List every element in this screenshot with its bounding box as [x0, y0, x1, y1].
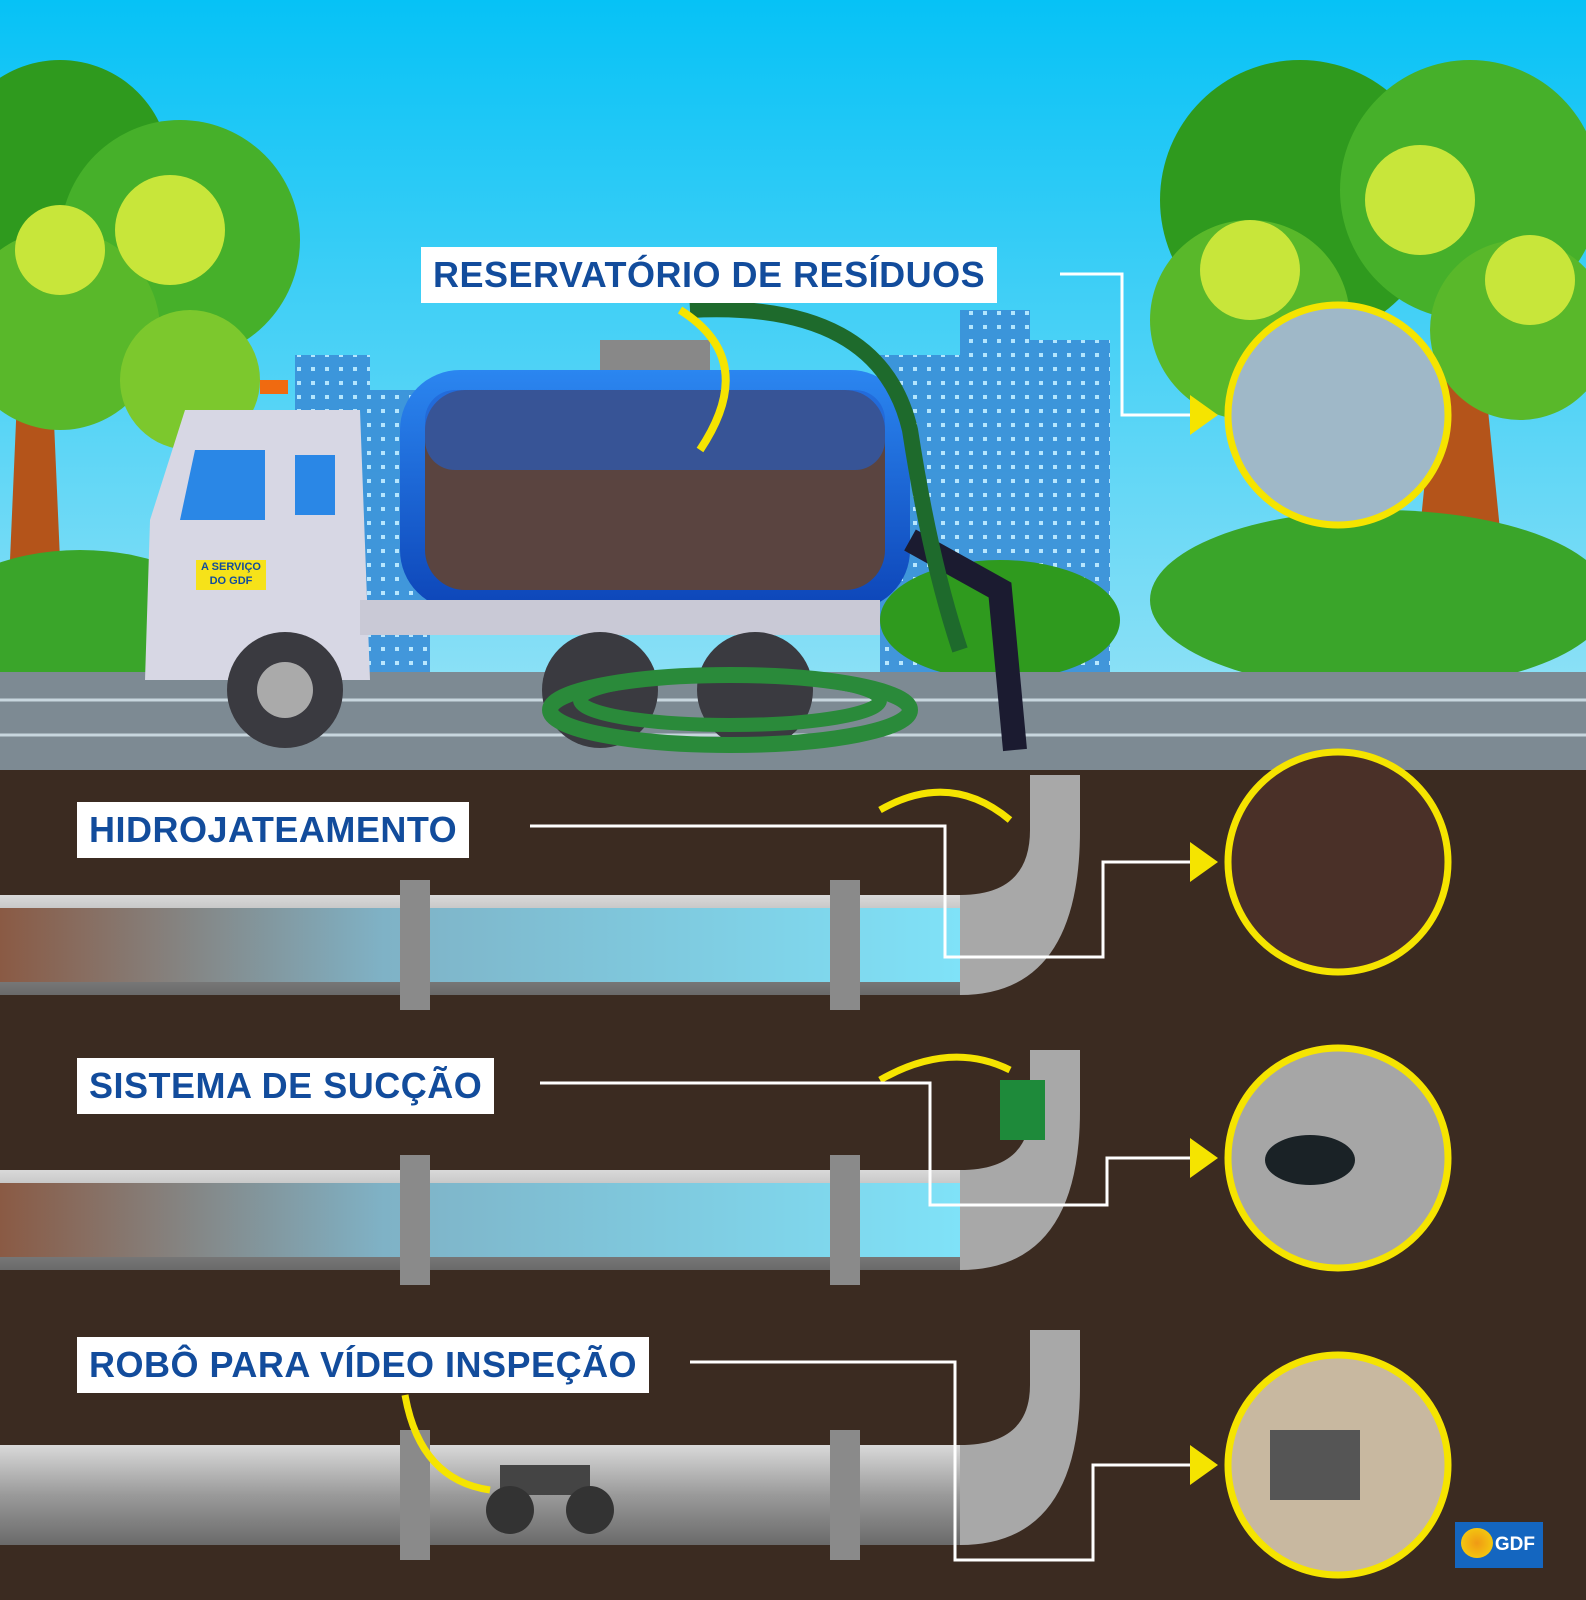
connector-lines — [530, 272, 1190, 1562]
label-suction: SISTEMA DE SUCÇÃO — [77, 1058, 495, 1114]
truck-tag-line2: DO GDF — [209, 575, 253, 587]
pipe-suction — [0, 1050, 1080, 1285]
label-reservoir: RESERVATÓRIO DE RESÍDUOS — [421, 247, 998, 303]
gdf-logo-text: GDF — [1494, 1534, 1535, 1555]
tanker-truck — [145, 301, 1027, 753]
detail-photo-circles — [1224, 301, 1452, 1579]
tree-logo-icon — [1461, 1528, 1493, 1558]
photo-circle-hydrojet — [1224, 748, 1452, 976]
truck-tag-line1: A SERVIÇO — [201, 561, 261, 573]
truck-tag: A SERVIÇO DO GDF — [196, 560, 266, 590]
yellow-arrows — [401, 788, 1013, 1494]
arrow-reservoir — [677, 306, 730, 453]
inspection-robot — [486, 1465, 614, 1534]
manhole-photo-shape — [1265, 1135, 1355, 1185]
label-hydrojet: HIDROJATEAMENTO — [77, 802, 470, 858]
pipe-hydrojet — [0, 775, 1080, 1010]
label-robot: ROBÔ PARA VÍDEO INSPEÇÃO — [77, 1337, 650, 1393]
gdf-logo: GDF — [1455, 1522, 1543, 1568]
photo-circle-truck — [1224, 301, 1452, 529]
arrowheads — [1190, 395, 1218, 1485]
robot-photo-shape — [1270, 1430, 1360, 1500]
pipe-robot — [0, 1330, 1080, 1560]
